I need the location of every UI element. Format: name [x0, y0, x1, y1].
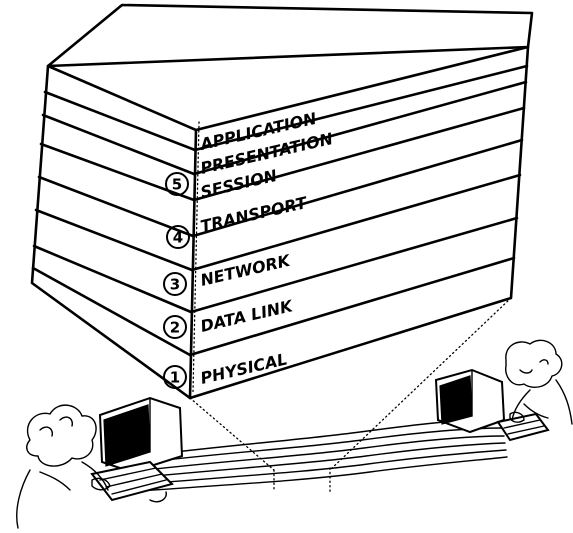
layer-number-1: 1 — [164, 366, 186, 388]
left-person-body — [17, 462, 108, 528]
layer-number-5: 5 — [166, 173, 188, 195]
left-person — [17, 405, 110, 528]
layer-number-2: 2 — [164, 316, 186, 338]
right-person — [506, 340, 572, 424]
svg-text:3: 3 — [170, 276, 180, 294]
cable-bundle — [140, 420, 507, 491]
layer-numbers: 5 4 3 2 1 — [164, 173, 189, 388]
svg-text:4: 4 — [173, 229, 183, 247]
right-person-hair — [506, 340, 562, 387]
stack-top-face — [48, 5, 532, 66]
left-person-hair — [27, 405, 96, 466]
svg-text:2: 2 — [170, 319, 180, 337]
layer-label-data-link: DATA LINK — [199, 296, 296, 336]
left-face-dividers — [33, 92, 195, 355]
layer-label-transport: TRANSPORT — [199, 193, 310, 236]
layer-number-4: 4 — [167, 226, 189, 248]
layer-label-network: NETWORK — [199, 251, 294, 290]
stack-left-face — [32, 66, 196, 398]
svg-text:5: 5 — [172, 176, 182, 194]
svg-text:1: 1 — [170, 369, 180, 387]
layer-number-3: 3 — [164, 273, 186, 295]
